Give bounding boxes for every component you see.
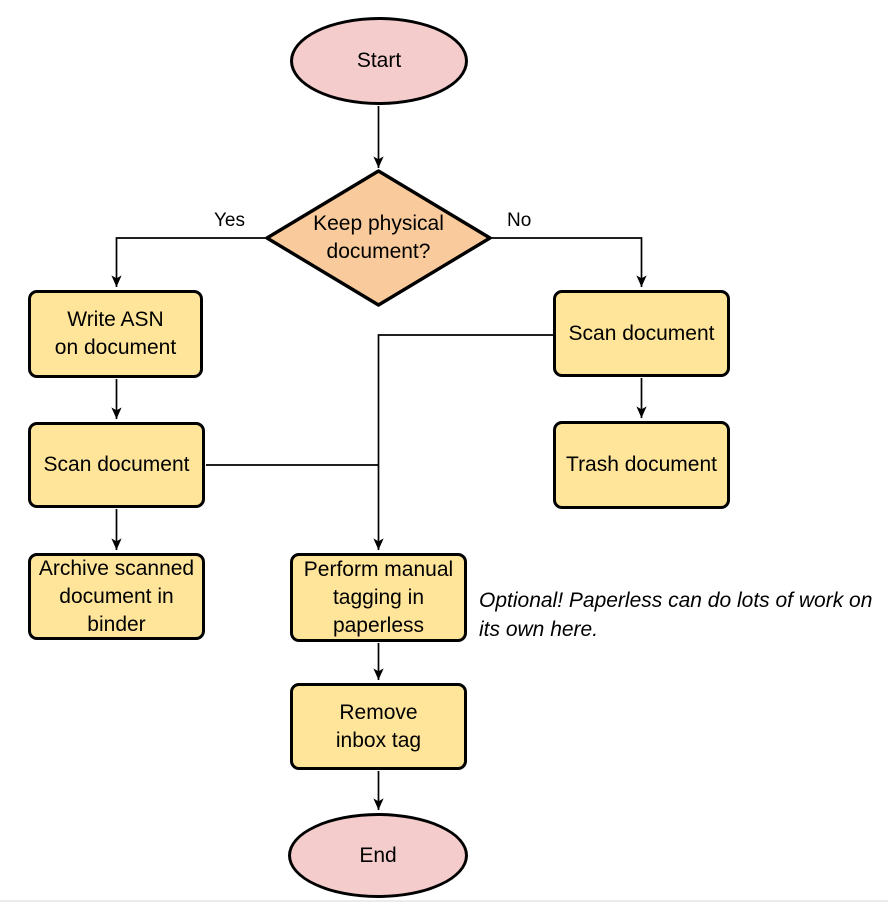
node-perform-manual-tagging: Perform manual tagging in paperless bbox=[290, 553, 467, 642]
node-end: End bbox=[288, 813, 468, 898]
decision-diamond-shape bbox=[265, 169, 492, 307]
annotation-optional-paperless: Optional! Paperless can do lots of work … bbox=[479, 589, 873, 641]
node-scan-document-left: Scan document bbox=[28, 422, 205, 508]
node-trash-document: Trash document bbox=[553, 421, 730, 509]
node-archive-in-binder: Archive scanned document in binder bbox=[28, 553, 205, 640]
edge-label-yes: Yes bbox=[214, 210, 245, 231]
node-scan-document-right: Scan document bbox=[553, 290, 730, 377]
edge-scan-right-to-perform-tagging bbox=[373, 334, 553, 550]
edge-label-no: No bbox=[507, 210, 532, 231]
node-write-asn: Write ASN on document bbox=[28, 290, 203, 378]
node-start: Start bbox=[290, 17, 468, 105]
node-remove-inbox-tag: Remove inbox tag bbox=[290, 683, 467, 770]
edge-decision-no-to-scan-right bbox=[490, 237, 647, 287]
node-decision-label: Keep physical document? bbox=[313, 212, 444, 263]
bottom-divider bbox=[0, 900, 888, 902]
edge-decision-yes-to-write-asn bbox=[111, 237, 267, 287]
